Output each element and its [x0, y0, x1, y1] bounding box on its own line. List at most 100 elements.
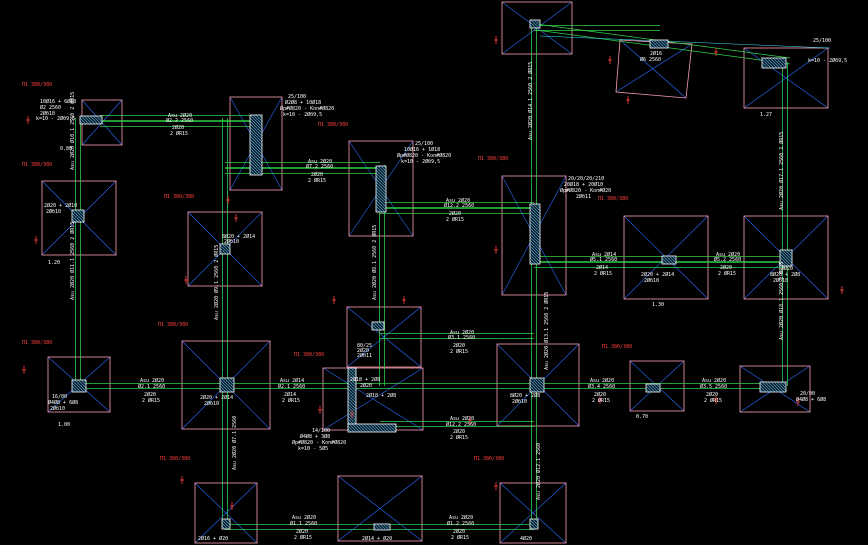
- beam-label: 2Ø20: [706, 391, 718, 398]
- beam-label: 2Ø20: [144, 391, 156, 398]
- column-hatch: [653, 39, 663, 49]
- beam-label: Ø1.2 2560: [447, 520, 474, 527]
- column-hatch: [83, 379, 87, 383]
- column-hatch: [529, 522, 537, 530]
- footing-tag: П1 380/380: [22, 162, 52, 168]
- column-note: 2Øб10: [50, 405, 65, 412]
- column-note: 80/25: [357, 343, 372, 349]
- column-note: 2Ø18 + 2Ø8: [350, 376, 380, 383]
- beam-label: 2 ØR15: [294, 534, 312, 541]
- beam-label-vertical: Asu 2Ø20 Ø18.1 2560 2 ØR15: [778, 262, 785, 340]
- column-hatch: [375, 181, 387, 193]
- column-hatch: [536, 19, 541, 24]
- beam-label: 2 ØR15: [446, 216, 464, 223]
- column-note: 2Ø14 + Ø20: [362, 535, 392, 542]
- column-note: 2Ø20 + 2Ø10: [44, 202, 77, 209]
- column-note: 2Øб10: [46, 208, 61, 215]
- beam-label: Ø12.2 2560: [446, 421, 476, 428]
- column-section: [529, 203, 541, 265]
- column-hatch: [384, 423, 394, 433]
- footing-diagonal: [337, 475, 423, 542]
- column-note: 3Ø20: [781, 265, 793, 272]
- column-hatch: [80, 115, 90, 125]
- column-note: 8Ø20 + 2Ø8: [770, 271, 800, 278]
- column-hatch: [529, 227, 541, 239]
- column-hatch: [784, 57, 787, 60]
- column-hatch: [375, 321, 385, 331]
- column-hatch: [383, 165, 387, 169]
- column-hatch: [373, 523, 381, 531]
- beam-label: 2 ØR15: [308, 177, 326, 184]
- column-note: 8Ø20 + 2Ø14: [222, 233, 255, 240]
- column-hatch: [761, 381, 773, 393]
- column-hatch: [375, 190, 387, 202]
- beam-label: 2Ø20: [453, 428, 465, 435]
- footing-pad: [41, 180, 117, 256]
- column-hatch: [219, 388, 224, 393]
- column-note: k=10 - 2Øб9,5: [808, 57, 847, 64]
- column-hatch: [533, 19, 541, 27]
- column-hatch: [347, 370, 357, 380]
- column-note: 16/00: [52, 394, 67, 400]
- footing-tag: П1 380/380: [474, 456, 504, 462]
- column-hatch: [249, 117, 263, 131]
- beam-label: 2Ø20: [449, 210, 461, 217]
- column-hatch: [80, 379, 87, 386]
- column-note: Ø4Ø8 + 6Ø8: [796, 396, 826, 403]
- column-hatch: [781, 57, 787, 63]
- column-note: Ø4Ø8 + 6Ø8: [48, 399, 78, 406]
- column-hatch: [223, 377, 235, 389]
- column-hatch: [668, 255, 677, 264]
- column-hatch: [652, 383, 661, 392]
- column-hatch: [219, 250, 224, 255]
- column-hatch: [226, 518, 231, 523]
- beam-label: 2 ØR15: [451, 534, 469, 541]
- column-note: 2Ø16 + Ø20: [198, 535, 228, 542]
- beam-label: Ø2.1 2560: [278, 383, 305, 390]
- column-hatch: [77, 379, 87, 389]
- column-hatch: [375, 169, 387, 181]
- beam-label: Asu 2Ø20: [702, 377, 726, 384]
- column-note: 20Ø18 + 20Ø10: [564, 181, 603, 188]
- column-hatch: [360, 423, 370, 433]
- column-hatch: [363, 423, 373, 433]
- column-hatch: [379, 523, 387, 531]
- column-hatch: [252, 114, 263, 125]
- column-hatch: [366, 423, 376, 433]
- column-hatch: [347, 382, 357, 392]
- column-hatch: [770, 381, 782, 393]
- column-hatch: [535, 203, 541, 209]
- column-hatch: [249, 150, 263, 164]
- column-hatch: [671, 255, 677, 261]
- footing-pad: [337, 475, 423, 542]
- column-hatch: [226, 377, 235, 386]
- column-hatch: [249, 165, 260, 176]
- column-hatch: [529, 379, 543, 393]
- column-note: 2Ø20: [357, 347, 369, 354]
- column-hatch: [529, 245, 541, 257]
- column-hatch: [353, 367, 357, 371]
- footing-pad: [47, 356, 111, 413]
- beam-label: 2Ø14: [284, 391, 296, 398]
- column-hatch: [219, 382, 230, 393]
- column-hatch: [249, 135, 263, 149]
- beam-label: Asu 2Ø20: [716, 251, 740, 258]
- column-hatch: [347, 385, 357, 395]
- column-hatch: [219, 385, 227, 393]
- columns-layer: [71, 19, 793, 531]
- beam-label: 2 ØR15: [142, 397, 160, 404]
- beam-label: Asu 2Ø20: [450, 415, 474, 422]
- column-hatch: [71, 385, 79, 393]
- column-hatch: [347, 373, 357, 383]
- column-hatch: [71, 379, 85, 393]
- column-note: Ø2Ø8 + 10Ø18: [285, 99, 321, 106]
- column-hatch: [375, 196, 387, 208]
- column-hatch: [674, 255, 677, 258]
- column-hatch: [538, 203, 541, 206]
- column-hatch: [534, 518, 539, 523]
- column-hatch: [74, 209, 85, 220]
- column-hatch: [224, 243, 231, 250]
- column-hatch: [665, 255, 675, 265]
- column-hatch: [71, 218, 76, 223]
- column-hatch: [371, 326, 376, 331]
